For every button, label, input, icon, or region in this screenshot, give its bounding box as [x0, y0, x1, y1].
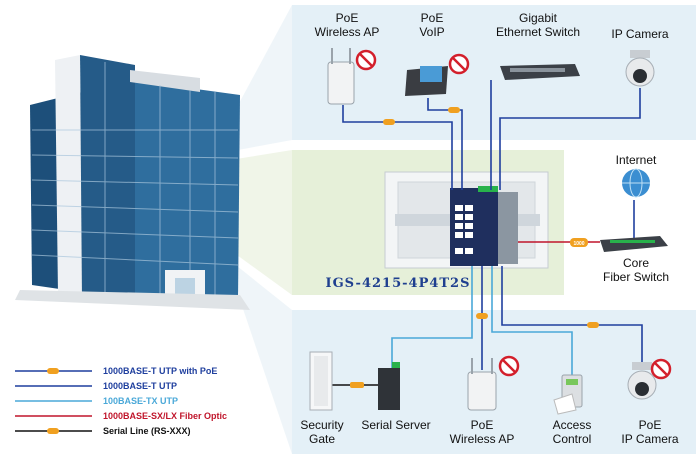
core-fiber-switch-icon: [600, 236, 668, 252]
ip-camera-icon: [625, 50, 655, 87]
voip-phone-icon: [405, 66, 448, 96]
label-internet: Internet: [616, 153, 657, 167]
line-serial-server: [391, 266, 473, 368]
poe-badges: [350, 107, 599, 388]
igs-industrial-switch: [450, 186, 518, 266]
legend-label: 1000BASE-T UTP: [103, 381, 177, 391]
beam-top: [230, 5, 292, 150]
switch-model-name: IGS-4215-4P4T2S: [326, 276, 471, 291]
legend: 1000BASE-T UTP with PoE 1000BASE-T UTP 100…: [15, 366, 227, 436]
legend-item: 100BASE-TX UTP: [15, 396, 178, 406]
wireless-ap-icon: [327, 48, 355, 105]
legend-badge: [47, 368, 59, 374]
legend-badge: [47, 428, 59, 434]
fiber-badge: 1000: [570, 238, 588, 247]
no-power-icon-ap-bottom: [498, 355, 520, 377]
legend-label: 1000BASE-SX/LX Fiber Optic: [103, 411, 227, 421]
internet-globe-icon: [622, 168, 650, 198]
legend-item: 1000BASE-T UTP with PoE: [15, 366, 217, 376]
line-poe-ap-top: [342, 105, 453, 190]
connection-lines: [328, 80, 643, 386]
serial-server-icon: [378, 362, 400, 410]
legend-item: 1000BASE-T UTP: [15, 381, 177, 391]
line-ip-camera-top: [499, 88, 641, 190]
ip-camera-icon-bottom: [627, 362, 657, 400]
office-building-illustration: [15, 55, 250, 310]
legend-label: Serial Line (RS-XXX): [103, 426, 191, 436]
no-power-icon-camera-bottom: [650, 358, 672, 380]
fiber-badge-label: 1000: [573, 241, 584, 247]
legend-item: Serial Line (RS-XXX): [15, 426, 191, 436]
beam-center: [230, 150, 292, 295]
legend-label: 1000BASE-T UTP with PoE: [103, 366, 217, 376]
line-poe-ip-camera: [501, 266, 643, 365]
legend-label: 100BASE-TX UTP: [103, 396, 178, 406]
label-serial-server: Serial Server: [361, 418, 430, 432]
no-power-icon-voip: [448, 53, 470, 75]
label-ip-camera-top: IP Camera: [611, 27, 668, 41]
beam-bottom: [232, 262, 292, 454]
ethernet-switch-icon: [500, 64, 580, 80]
wireless-ap-icon-bottom: [467, 358, 497, 411]
legend-item: 1000BASE-SX/LX Fiber Optic: [15, 411, 227, 421]
line-poe-voip: [427, 98, 463, 190]
no-power-icon: [355, 49, 377, 71]
security-gate-icon: [309, 351, 333, 411]
line-access-control: [491, 266, 573, 375]
access-control-icon: [553, 374, 583, 415]
